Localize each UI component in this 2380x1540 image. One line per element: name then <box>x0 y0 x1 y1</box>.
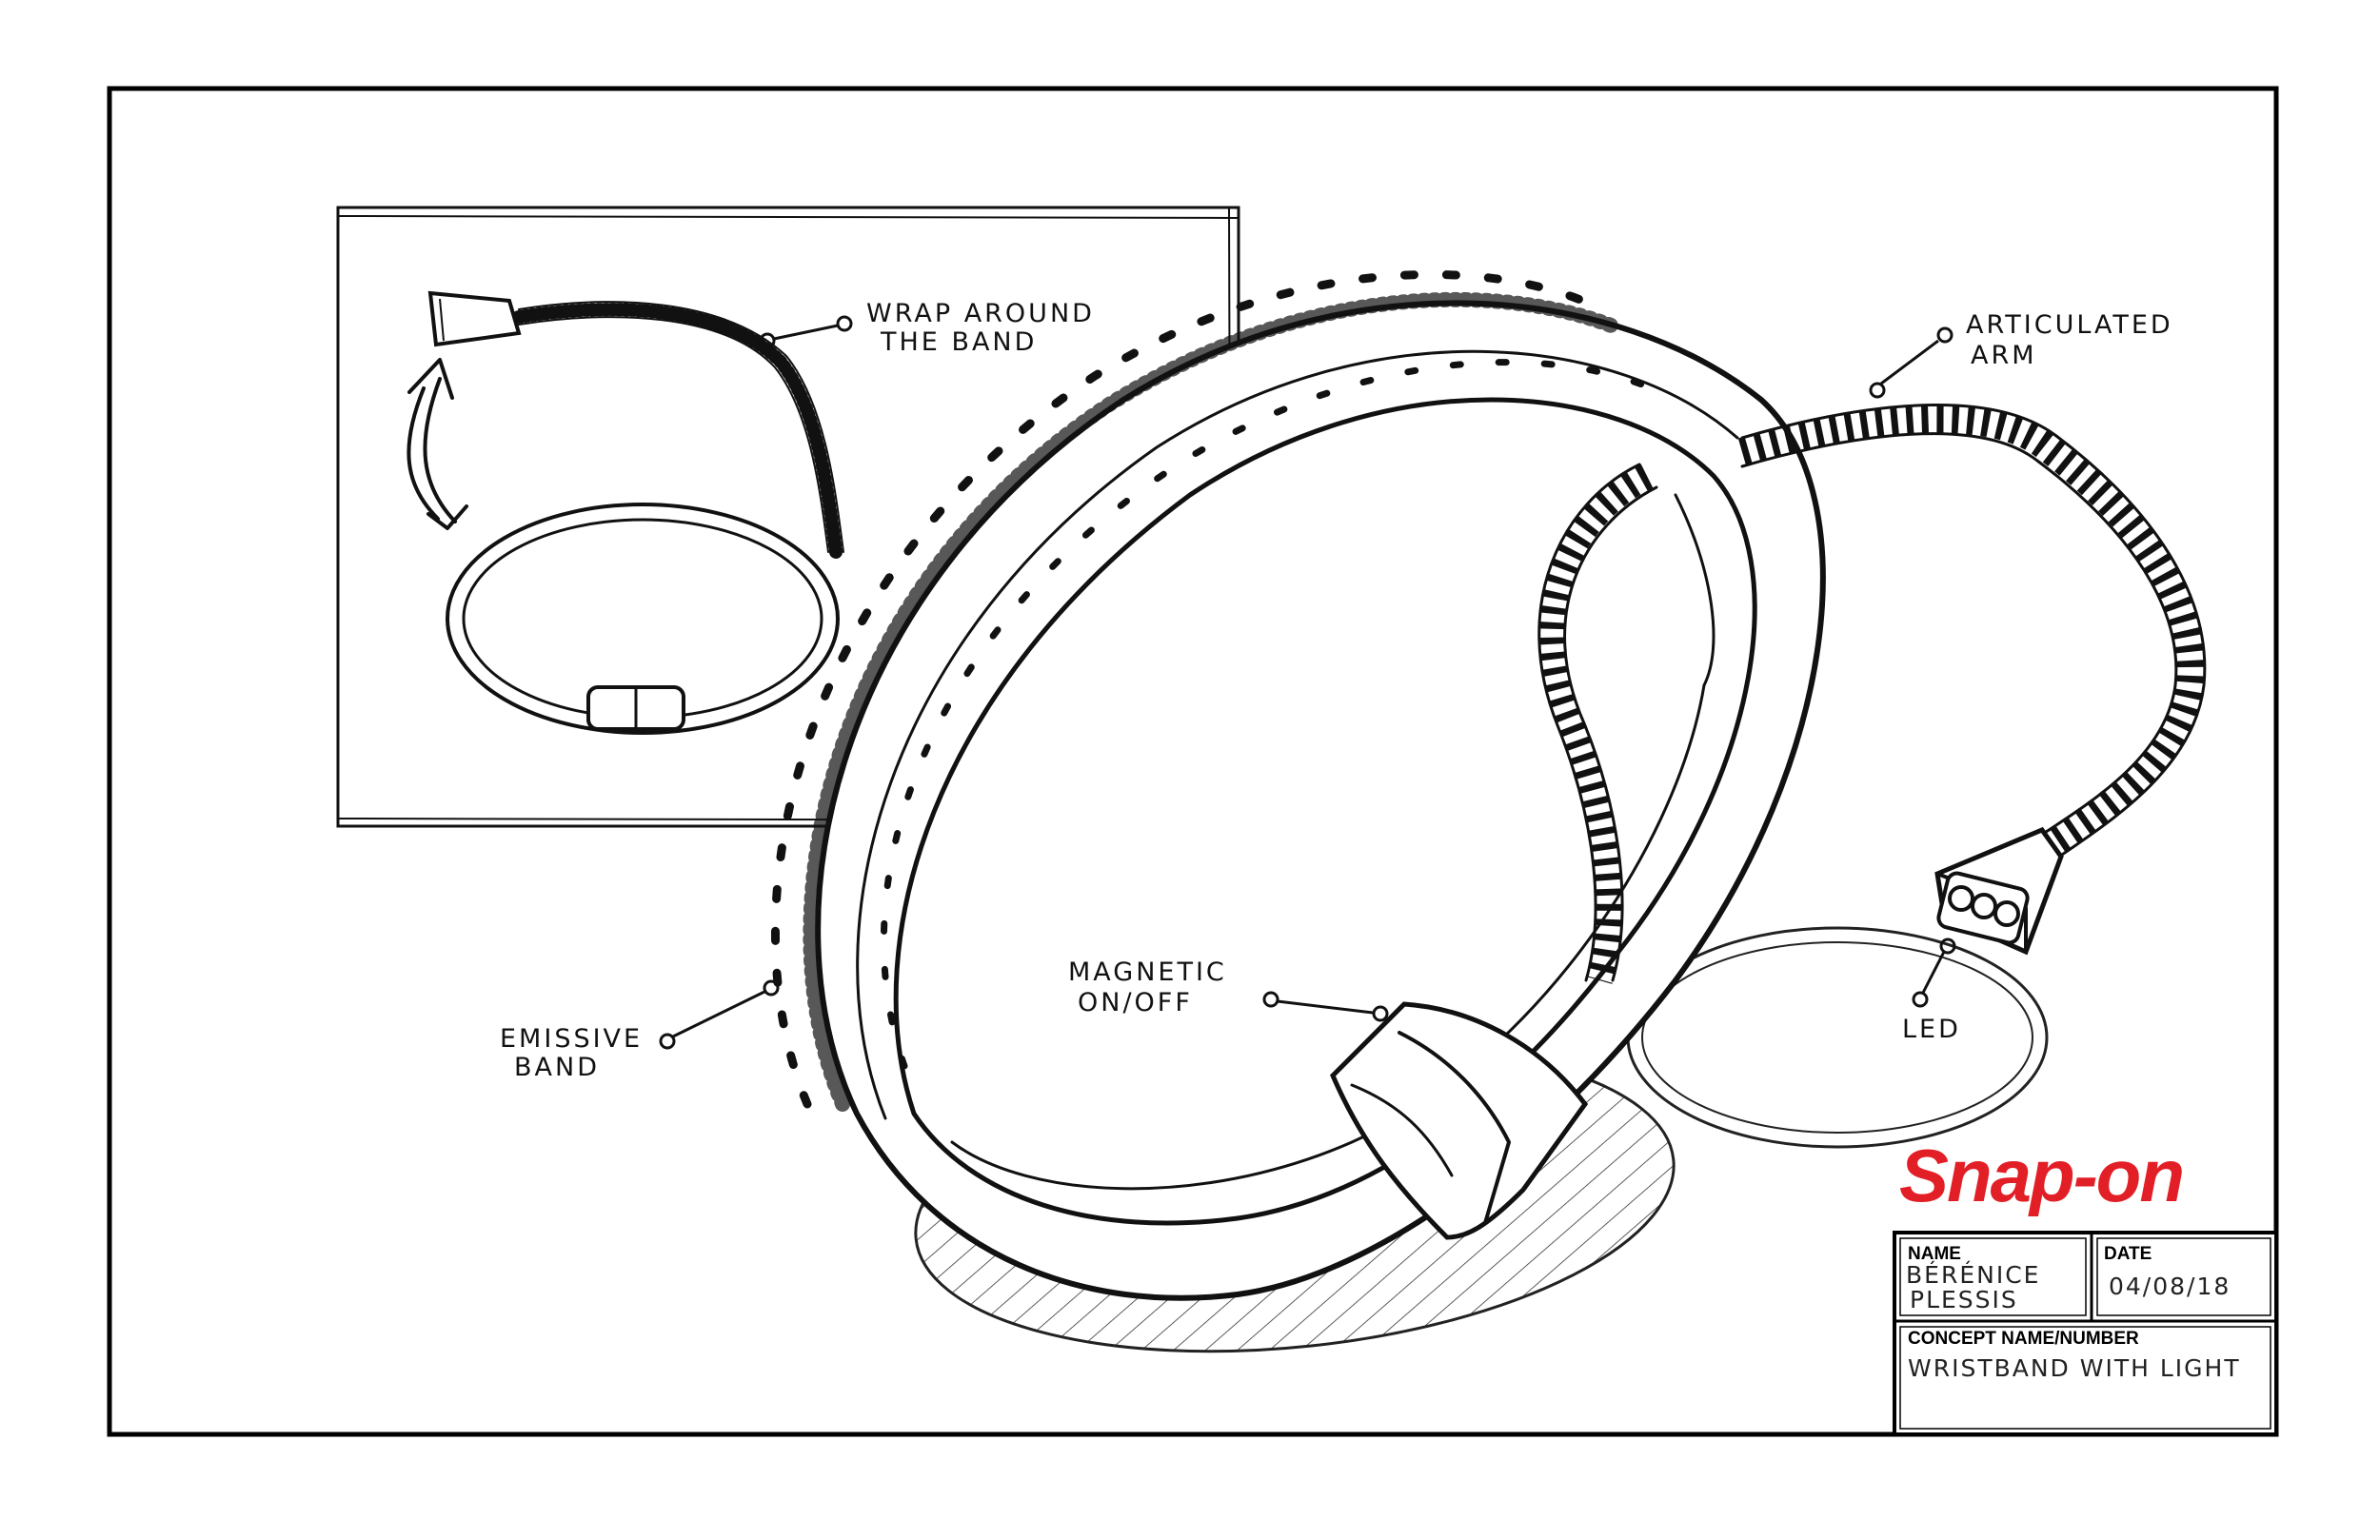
title-block <box>1893 1231 2278 1436</box>
title-block-concept-header: CONCEPT NAME/NUMBER <box>1908 1329 2139 1349</box>
callout-magnetic-line2: ON/OFF <box>1078 988 1193 1017</box>
inset-flexible-arm <box>512 303 843 559</box>
led-light-icon <box>1971 893 1997 919</box>
callout-wrap-line2: THE BAND <box>880 327 1037 357</box>
callout-wrap-line1: WRAP AROUND <box>866 299 1095 328</box>
callout-arm-line2: ARM <box>1971 341 2037 370</box>
snap-on-logo: Snap-on <box>1899 1134 2183 1217</box>
title-block-concept-value: WRISTBAND WITH LIGHT <box>1908 1354 2241 1382</box>
led-head <box>1934 826 2064 956</box>
title-block-name-line2: PLESSIS <box>1910 1286 2018 1313</box>
title-block-date-value: 04/08/18 <box>2109 1273 2231 1300</box>
magnetic-clasp <box>1330 1001 1589 1240</box>
articulated-arm <box>1537 404 2207 984</box>
callout-emissive-line2: BAND <box>514 1053 600 1082</box>
title-block-date-header: DATE <box>2104 1244 2152 1264</box>
led-light-icon <box>1948 885 1974 912</box>
inset-led-head <box>427 290 522 347</box>
rotate-arrow-icon <box>407 358 468 530</box>
callout-arm-line1: ARTICULATED <box>1966 310 2173 340</box>
callout-magnetic-line1: MAGNETIC <box>1068 958 1227 987</box>
callout-leaders <box>659 315 1956 1050</box>
callout-led: LED <box>1902 1015 1961 1044</box>
title-block-name-line1: BÉRÉNICE <box>1906 1261 2040 1289</box>
drawing-border <box>107 86 2279 1437</box>
led-light-icon <box>1993 900 2020 927</box>
title-block-name-header: NAME <box>1908 1244 1961 1264</box>
callout-emissive-line1: EMISSIVE <box>500 1024 643 1054</box>
small-band-outer <box>446 503 840 735</box>
